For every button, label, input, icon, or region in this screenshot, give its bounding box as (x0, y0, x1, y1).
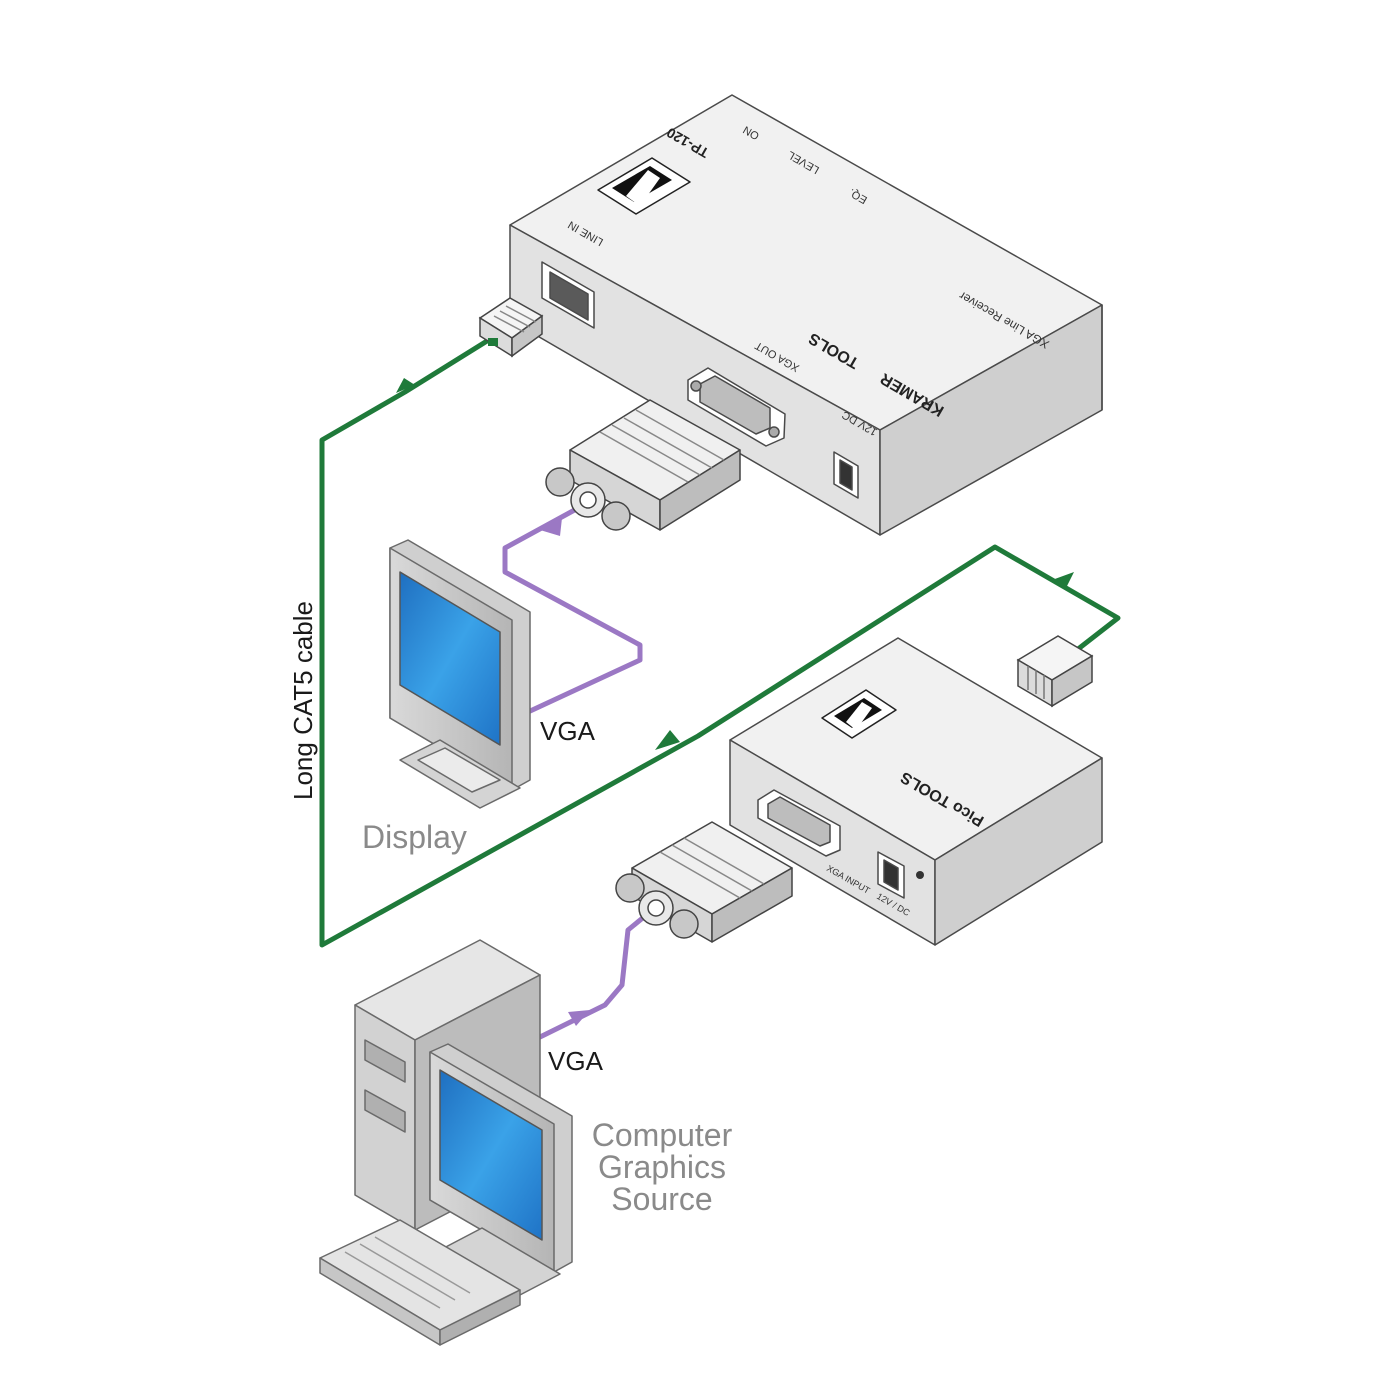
vga-source-label: VGA (548, 1046, 604, 1076)
transmitter-pico (729, 637, 1103, 946)
cat5-cable (319, 338, 1121, 948)
display-label: Display (362, 819, 467, 855)
source-label-line3: Source (611, 1181, 712, 1217)
kramer-logo (597, 157, 691, 215)
source-label-line1: Computer (592, 1117, 733, 1153)
vga-plug-transmitter (615, 821, 793, 943)
vga-port-xga-input (757, 789, 841, 857)
screen (399, 571, 501, 746)
vga-plug-receiver (545, 399, 741, 531)
source-monitor (429, 1043, 573, 1297)
cable-label: Long CAT5 cable (288, 601, 318, 800)
source-label-line2: Graphics (598, 1149, 726, 1185)
keyboard (319, 1219, 521, 1346)
arrow-up-icon (396, 378, 415, 393)
kramer-logo (821, 689, 897, 739)
arrow-down-icon (540, 518, 562, 536)
screen (439, 1069, 543, 1241)
rj45-plug (478, 297, 544, 358)
power-port (877, 851, 924, 899)
arrow-up-icon (1052, 572, 1074, 590)
power-port (833, 451, 859, 499)
rj45-plug (1016, 635, 1094, 708)
vga-cable-display (502, 504, 643, 715)
vga-display-label: VGA (540, 716, 596, 746)
display-monitor (389, 539, 531, 809)
arrow-left-icon (655, 730, 680, 750)
vga-cable-source (535, 909, 653, 1041)
arrow-right-icon (568, 1010, 590, 1026)
receiver-tp-120 (509, 94, 1103, 536)
vga-port-xga-out (687, 367, 786, 447)
rj45-port-line-in (541, 261, 595, 329)
